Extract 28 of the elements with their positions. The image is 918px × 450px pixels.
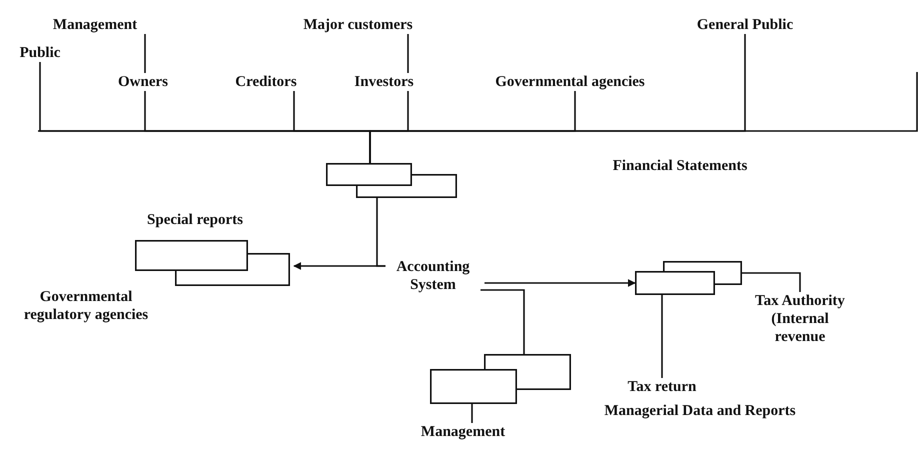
connector-line (661, 295, 663, 378)
document-stack (430, 354, 571, 404)
node-label: Accounting System (395, 258, 471, 294)
connector-line (742, 272, 801, 292)
document-stack (326, 163, 457, 198)
connector-line (471, 404, 473, 423)
text-label: Managerial Data and Reports (604, 402, 796, 420)
node-label: General Public (696, 16, 794, 34)
text-label: Financial Statements (612, 157, 748, 175)
node-label: Major customers (303, 16, 413, 34)
document-stack (135, 240, 290, 286)
node-label: Management (420, 423, 506, 441)
arrow (484, 279, 636, 287)
node-label: Tax Authority (Internal revenue (754, 292, 846, 346)
node-label: Governmental agencies (495, 73, 645, 91)
text-label: Special reports (147, 211, 243, 229)
arrow (293, 262, 386, 270)
node-label: Creditors (235, 73, 297, 91)
text-label: Governmental regulatory agencies (22, 288, 150, 324)
connector-line (407, 34, 409, 73)
connector-line (480, 289, 525, 354)
node-label: Tax return (628, 378, 696, 396)
document-stack (635, 261, 742, 295)
connector-line (144, 34, 146, 73)
node-label: Management (52, 16, 138, 34)
node-label: Owners (118, 73, 168, 91)
node-label: Investors (354, 73, 414, 91)
node-label: Public (20, 44, 60, 62)
